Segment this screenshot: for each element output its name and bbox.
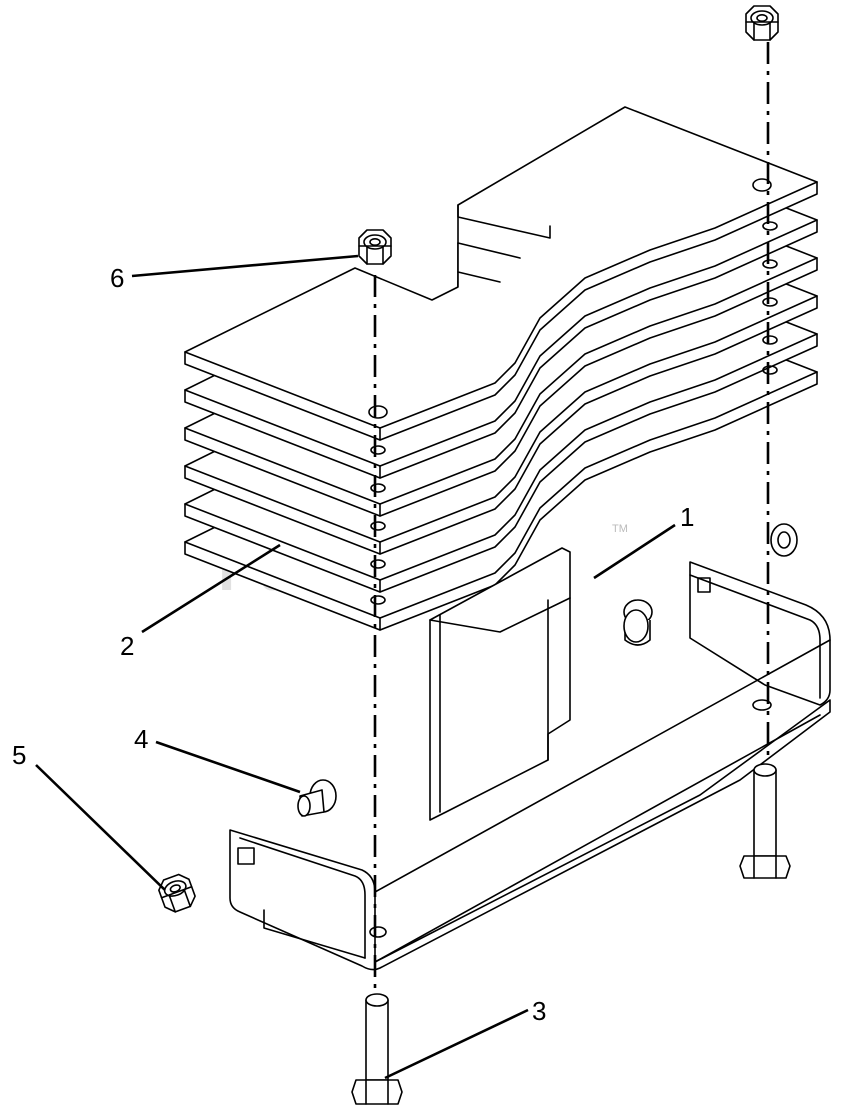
leader-5 bbox=[35, 764, 166, 891]
callout-3: 3 bbox=[532, 996, 546, 1026]
washer-right bbox=[770, 523, 798, 557]
carriage-bolt-item-4 bbox=[297, 779, 337, 817]
plate-hole-left bbox=[368, 405, 388, 419]
weight-plate-stack bbox=[184, 106, 818, 631]
plate-hole-right bbox=[752, 178, 772, 192]
hex-nut-item-5 bbox=[155, 870, 199, 916]
hex-nut-top-right bbox=[745, 5, 779, 41]
callout-6: 6 bbox=[110, 263, 124, 293]
callout-5: 5 bbox=[12, 740, 26, 770]
callout-2: 2 bbox=[120, 631, 134, 661]
callout-4: 4 bbox=[134, 724, 148, 754]
hex-nut-item-6 bbox=[358, 229, 392, 265]
mounting-bracket bbox=[229, 547, 831, 971]
watermark-trademark: TM bbox=[612, 523, 628, 535]
leader-3 bbox=[384, 1008, 529, 1080]
leader-4 bbox=[155, 740, 301, 794]
hex-bolt-right bbox=[739, 763, 791, 879]
leader-1 bbox=[593, 523, 676, 580]
leader-2 bbox=[141, 543, 281, 634]
hex-bolt-item-3 bbox=[351, 993, 403, 1105]
callout-1: 1 bbox=[680, 502, 694, 532]
leader-6 bbox=[131, 254, 359, 278]
